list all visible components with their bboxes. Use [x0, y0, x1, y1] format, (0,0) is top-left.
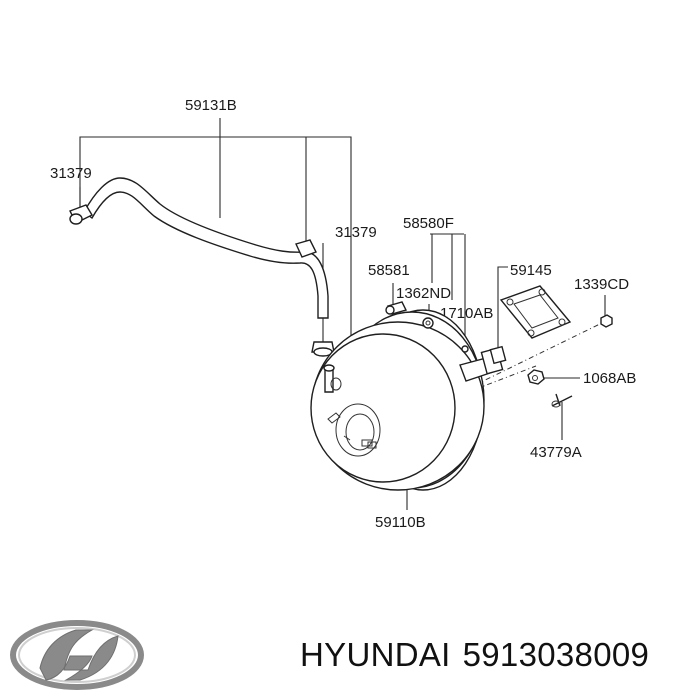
label-1710AB: 1710AB — [440, 305, 493, 322]
label-58580F: 58580F — [403, 215, 454, 232]
gasket — [499, 285, 572, 339]
label-1068AB: 1068AB — [583, 370, 636, 387]
footer-brand-line: HYUNDAI 5913038009 — [300, 636, 695, 686]
nut-top — [600, 314, 613, 328]
clevis-pin — [551, 393, 573, 408]
label-1362ND: 1362ND — [396, 285, 451, 302]
nipple — [461, 345, 469, 353]
leader-lines — [79, 118, 606, 510]
label-59145: 59145 — [510, 262, 552, 279]
hose-clamp-right — [311, 341, 335, 357]
check-valve — [385, 301, 408, 315]
label-58581: 58581 — [368, 262, 410, 279]
brake-booster — [310, 309, 507, 491]
vacuum-hose — [83, 177, 329, 319]
label-43779A: 43779A — [530, 444, 582, 461]
label-59110B: 59110B — [375, 514, 426, 531]
hyundai-logo — [10, 620, 144, 690]
part-number: 5913038009 — [462, 636, 650, 673]
brand-name: HYUNDAI — [300, 636, 451, 673]
label-31379-right: 31379 — [335, 224, 377, 241]
hose-clamp-left — [69, 204, 93, 225]
label-1339CD: 1339CD — [574, 276, 629, 293]
label-31379-left: 31379 — [50, 165, 92, 182]
label-59131B: 59131B — [185, 97, 237, 114]
grommet — [422, 317, 434, 329]
nut-side — [527, 369, 545, 385]
hose-clamp-middle — [295, 239, 317, 258]
